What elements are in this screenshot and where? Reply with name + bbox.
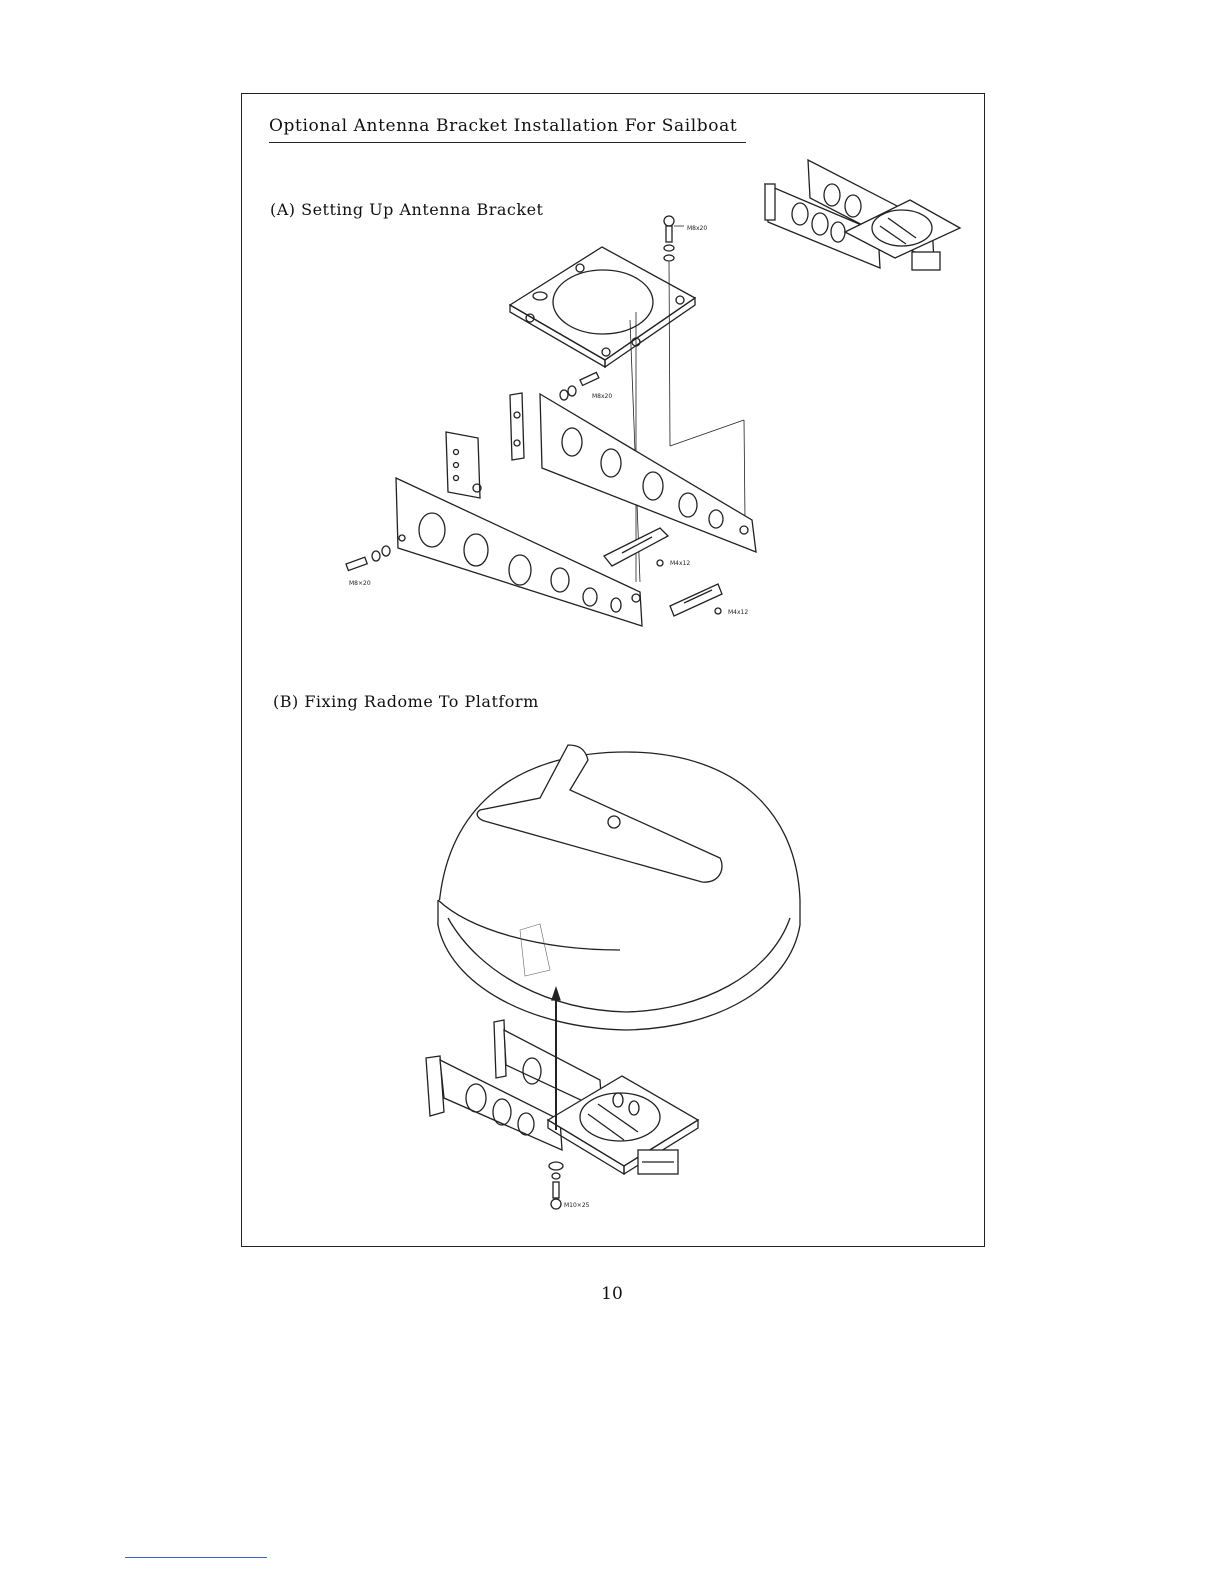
label-bolt-left: M8×20 — [349, 580, 371, 587]
label-screw-1: M4x12 — [670, 560, 690, 567]
label-screw-2: M4x12 — [728, 609, 748, 616]
page-number: 10 — [0, 1284, 1224, 1304]
assembled-bracket — [426, 1020, 698, 1174]
rear-bracket-arm — [540, 394, 756, 552]
bolt-left — [346, 546, 390, 571]
label-bolt-radome: M10×25 — [564, 1202, 590, 1209]
platform-plate — [510, 247, 695, 367]
footer-divider — [125, 1557, 267, 1558]
assembled-bracket-thumbnail — [765, 160, 960, 270]
front-mount-plate — [446, 432, 481, 498]
label-bolt-top: M8x20 — [687, 225, 707, 232]
rear-mount-plate — [510, 393, 524, 460]
label-bolt-mid: M8x20 — [592, 393, 612, 400]
bolt-top — [664, 216, 684, 261]
front-bracket-arm — [396, 478, 642, 626]
radome — [438, 745, 800, 1030]
